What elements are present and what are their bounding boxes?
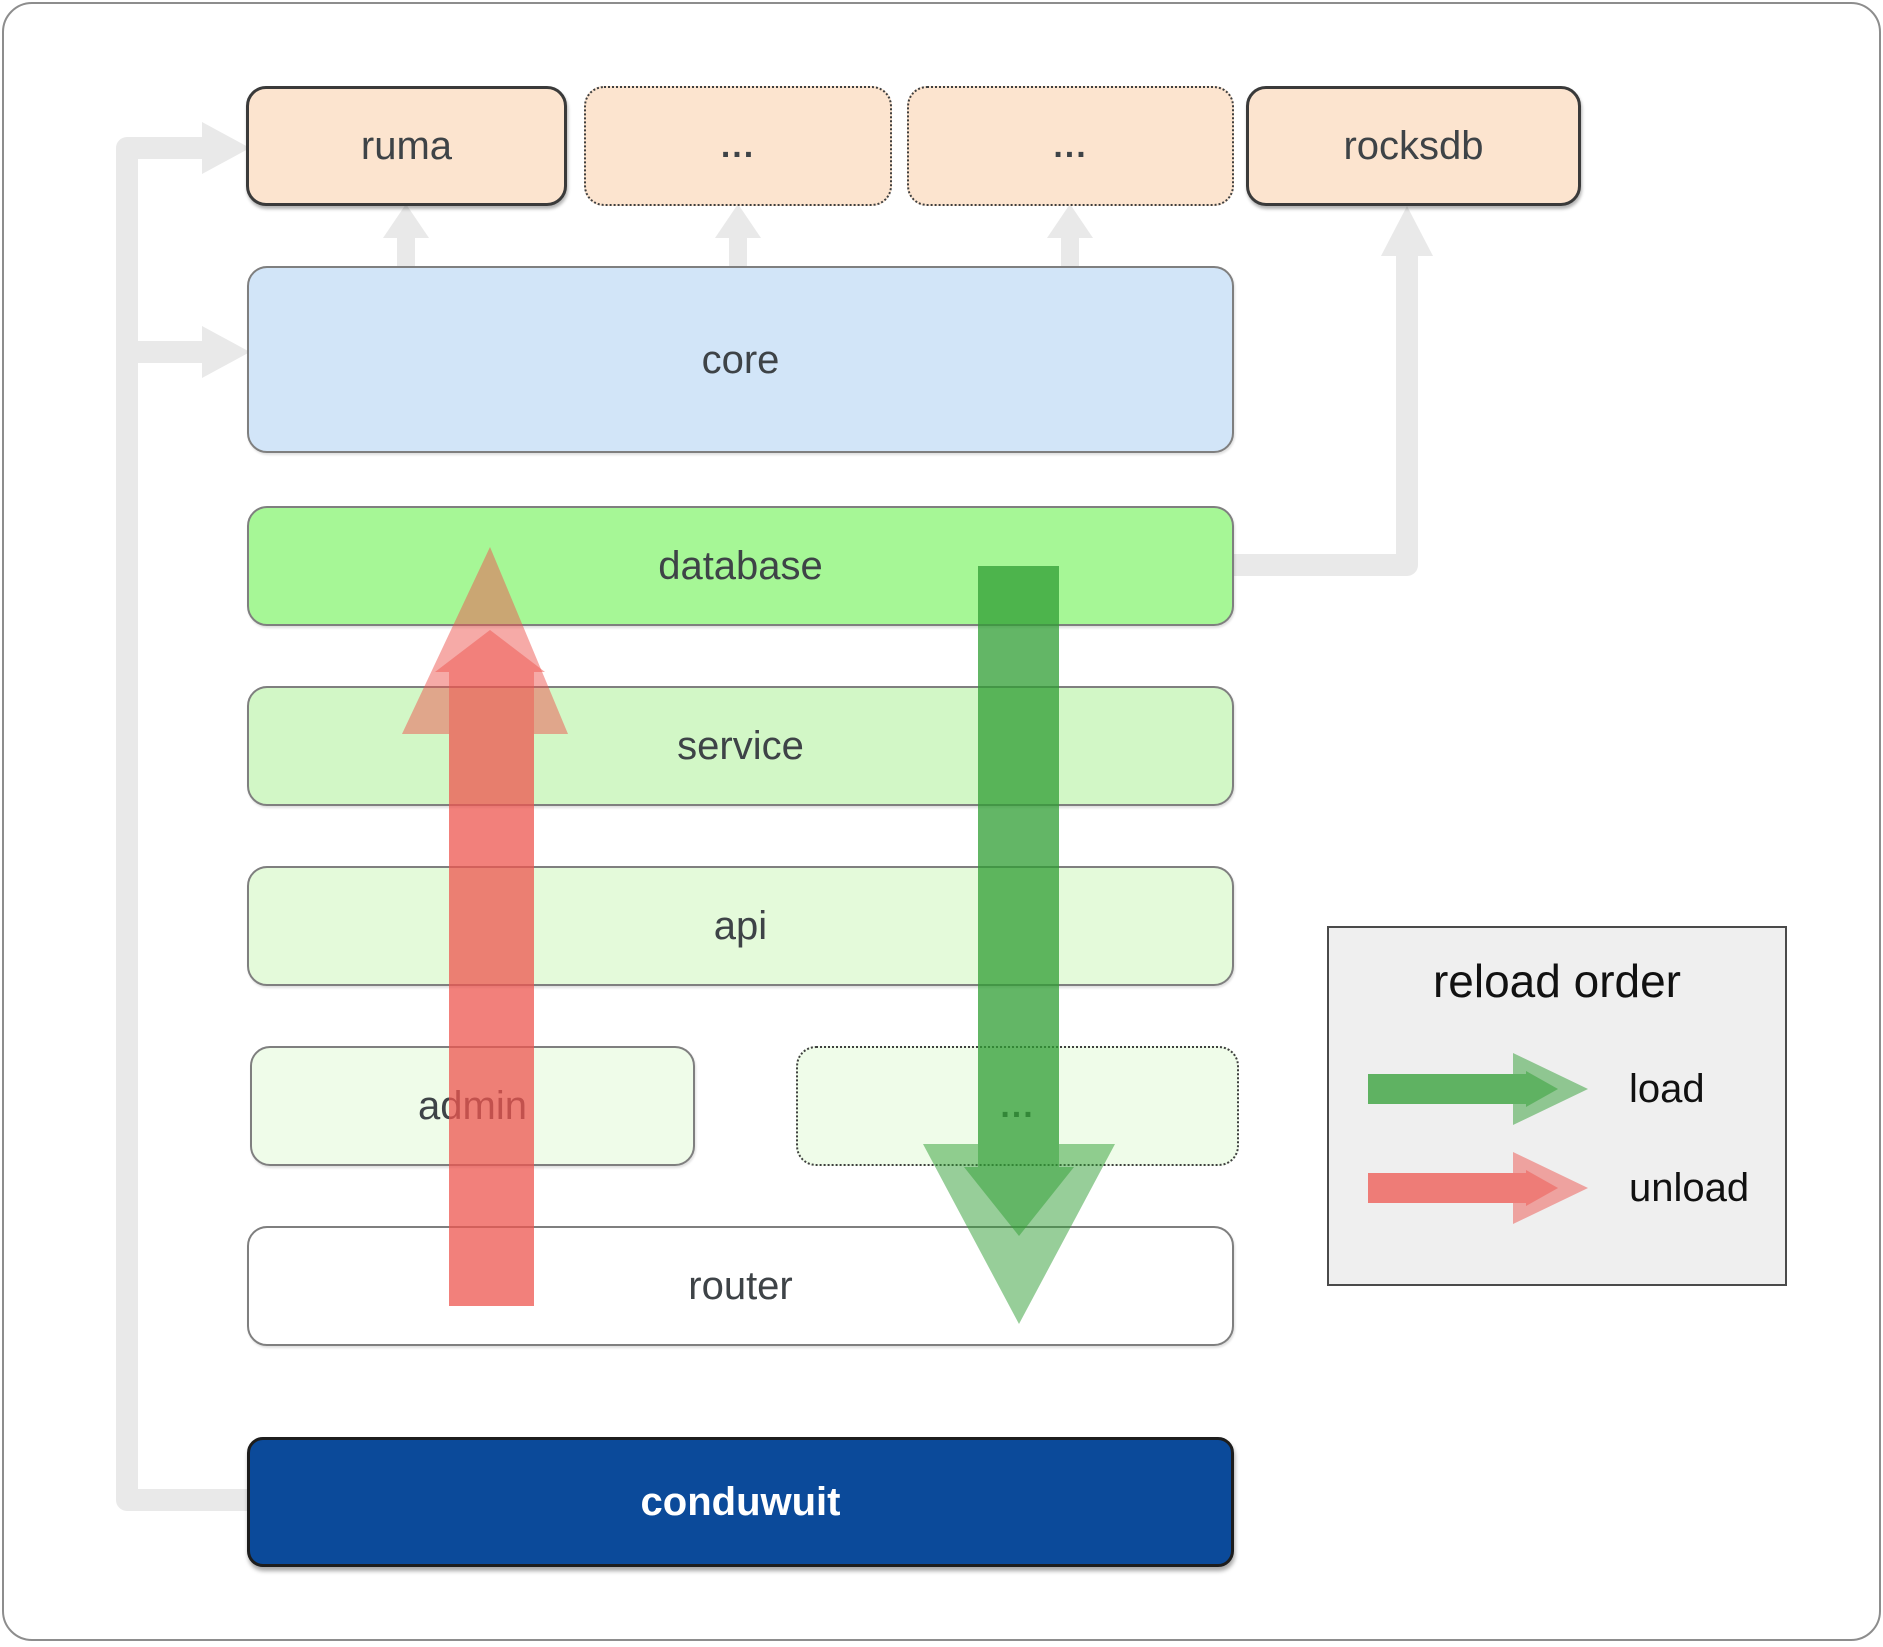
node-service: service — [247, 686, 1234, 806]
node-conduwuit: conduwuit — [247, 1437, 1234, 1567]
legend-load-arrow-inner-icon — [1368, 1071, 1558, 1107]
core-to-ellipsis2-arrow-shaft — [1061, 234, 1079, 268]
node-ellipsis-top-1-label: ... — [720, 127, 756, 165]
node-database-label: database — [658, 544, 823, 588]
legend-load-label: load — [1629, 1066, 1705, 1111]
core-to-ellipsis1-arrow-shaft — [729, 234, 747, 268]
node-core: core — [247, 266, 1234, 453]
core-to-ruma-arrow-shaft — [397, 234, 415, 268]
node-api-label: api — [713, 904, 768, 948]
node-admin-label: admin — [418, 1084, 527, 1128]
node-ellipsis-top-1: ... — [584, 86, 892, 206]
legend-unload-label: unload — [1629, 1165, 1750, 1210]
node-rocksdb-label: rocksdb — [1343, 124, 1484, 168]
node-ellipsis-top-2-label: ... — [1053, 127, 1088, 165]
core-to-ellipsis1-arrowhead-icon — [715, 204, 761, 238]
node-admin: admin — [250, 1046, 695, 1166]
node-router: router — [247, 1226, 1234, 1346]
node-router-label: router — [688, 1264, 793, 1308]
node-ruma-label: ruma — [360, 124, 453, 168]
connector-arrowhead-core-icon — [202, 326, 250, 378]
legend-unload-arrow-outer-icon — [1368, 1152, 1588, 1224]
node-core-label: core — [701, 337, 780, 382]
node-api: api — [247, 866, 1234, 986]
node-service-label: service — [677, 724, 804, 768]
legend: reload order load unload — [1327, 926, 1787, 1286]
core-to-ruma-arrowhead-icon — [383, 204, 429, 238]
node-ellipsis-admin-label: ... — [1000, 1087, 1035, 1125]
node-ruma: ruma — [246, 86, 567, 206]
fat-arrow-layer — [402, 547, 1115, 1324]
connector-conduwuit-to-ruma — [116, 137, 250, 1511]
node-rocksdb: rocksdb — [1246, 86, 1581, 206]
node-ellipsis-admin: ... — [796, 1046, 1239, 1166]
legend-unload-arrow-inner-icon — [1368, 1170, 1558, 1206]
core-to-ellipsis2-arrowhead-icon — [1047, 204, 1093, 238]
node-database: database — [247, 506, 1234, 626]
connector-arrowhead-ruma-icon — [202, 122, 250, 174]
connector-database-to-rocksdb — [1230, 254, 1418, 576]
connector-arrowhead-rocksdb-icon — [1381, 206, 1433, 256]
node-ellipsis-top-2: ... — [907, 86, 1234, 206]
legend-title: reload order — [1432, 955, 1682, 1007]
node-conduwuit-label: conduwuit — [640, 1480, 841, 1524]
legend-load-arrow-outer-icon — [1368, 1053, 1588, 1125]
connector-layer — [116, 122, 1433, 1511]
